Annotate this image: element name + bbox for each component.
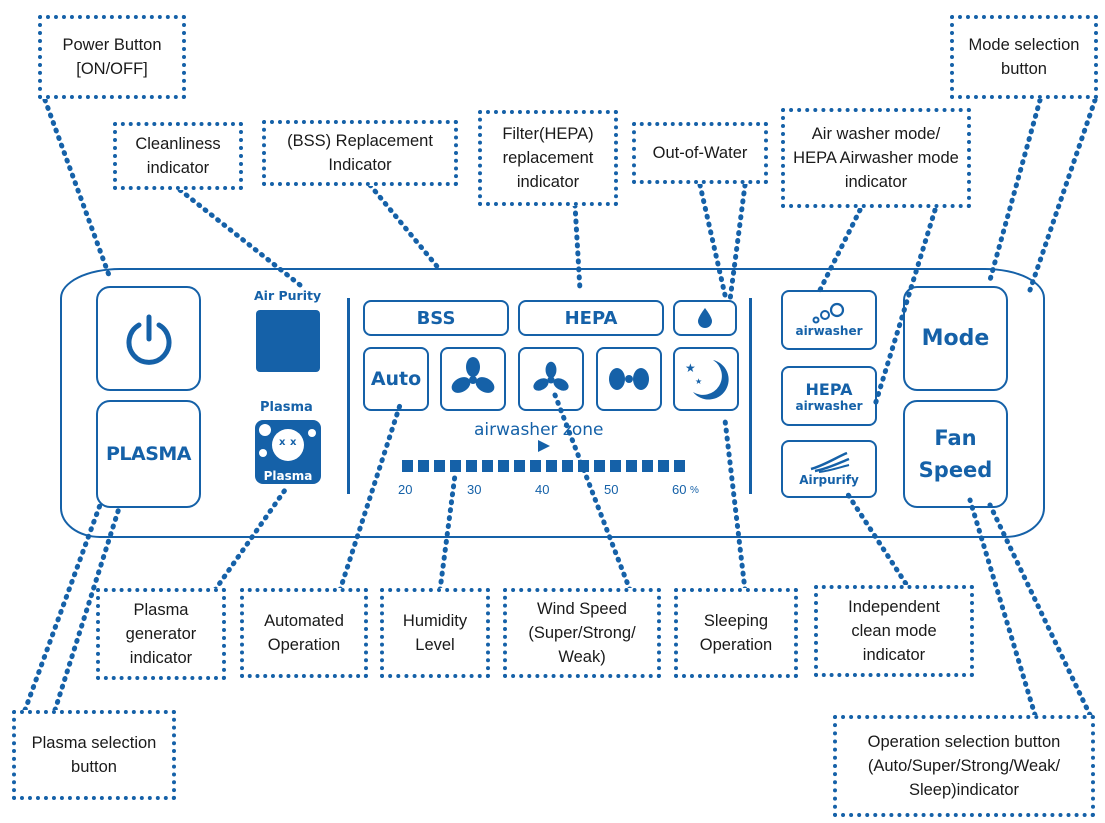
- humidity-tick-40: 40: [535, 482, 550, 497]
- power-icon: [126, 314, 171, 365]
- callout-airwasher-mode: Air washer mode/ HEPA Airwasher mode ind…: [781, 108, 971, 208]
- humidity-unit: %: [690, 485, 699, 496]
- callout-operation-selection: Operation selection button (Auto/Super/S…: [833, 715, 1095, 817]
- svg-text:★: ★: [685, 361, 696, 375]
- svg-text:x: x: [290, 437, 297, 448]
- air-purity-label: Air Purity: [254, 288, 322, 303]
- brand-label: airwasher zone: [474, 420, 604, 440]
- svg-text:x: x: [279, 437, 286, 448]
- bubbles-icon: [812, 302, 845, 324]
- fan-weak-icon: [609, 368, 649, 390]
- callout-hepa-filter: Filter(HEPA) replacement indicator: [478, 110, 618, 206]
- humidity-tick-50: 50: [604, 482, 619, 497]
- control-panel: [60, 268, 1045, 538]
- fan-super-indicator: [440, 347, 506, 411]
- plasma-icon-label: Plasma: [263, 469, 313, 483]
- water-drop-icon: [698, 308, 712, 328]
- humidity-tick-20: 20: [398, 482, 413, 497]
- airwasher-label: airwasher: [795, 324, 863, 338]
- callout-plasma-generator: Plasma generator indicator: [96, 588, 226, 680]
- hepa-label: HEPA: [564, 307, 618, 329]
- mode-button-label: Mode: [921, 326, 990, 351]
- plasma-face-icon: x x: [259, 424, 316, 461]
- plasma-button-label: PLASMA: [105, 443, 192, 465]
- bss-label: BSS: [416, 307, 456, 329]
- play-arrow-icon: [538, 440, 550, 452]
- plasma-button[interactable]: PLASMA: [96, 400, 201, 508]
- fan-strong-icon: [533, 361, 569, 391]
- auto-indicator: Auto: [363, 347, 429, 411]
- callout-wind-speed: Wind Speed (Super/Strong/ Weak): [503, 588, 661, 678]
- fan-speed-label-top: Fan: [934, 426, 977, 450]
- auto-label: Auto: [370, 368, 422, 390]
- callout-cleanliness: Cleanliness indicator: [113, 122, 243, 190]
- out-of-water-indicator: [673, 300, 737, 336]
- callout-sleeping-operation: Sleeping Operation: [674, 588, 798, 678]
- callout-plasma-selection: Plasma selection button: [12, 710, 176, 800]
- hepa-airwasher-bottom: airwasher: [795, 398, 863, 413]
- callout-independent-clean: Independent clean mode indicator: [814, 585, 974, 677]
- airwasher-mode-indicator: airwasher: [781, 290, 877, 350]
- mode-button[interactable]: Mode: [903, 286, 1008, 391]
- callout-humidity-level: Humidity Level: [380, 588, 490, 678]
- callout-automated-operation: Automated Operation: [240, 588, 368, 678]
- plasma-generator-indicator: x x Plasma: [255, 420, 321, 484]
- airpurify-label: Airpurify: [799, 473, 859, 487]
- fan-weak-indicator: [596, 347, 662, 411]
- hepa-airwasher-top: HEPA: [805, 379, 853, 399]
- callout-power-button: Power Button [ON/OFF]: [38, 15, 186, 99]
- callout-bss: (BSS) Replacement Indicator: [262, 120, 458, 186]
- callout-mode-button: Mode selection button: [950, 15, 1098, 99]
- bss-indicator: BSS: [363, 300, 509, 336]
- fan-speed-label-bottom: Speed: [918, 458, 993, 482]
- callout-out-of-water: Out-of-Water: [632, 122, 768, 184]
- air-purity-indicator: [256, 310, 320, 372]
- fan-speed-button[interactable]: Fan Speed: [903, 400, 1008, 508]
- airpurify-indicator: Airpurify: [781, 440, 877, 498]
- humidity-tick-30: 30: [467, 482, 482, 497]
- display-left-bar: [347, 298, 350, 494]
- svg-text:★: ★: [695, 377, 702, 386]
- fan-icon: [451, 357, 495, 393]
- sleep-indicator: ★ ★: [673, 347, 739, 411]
- moon-stars-icon: ★ ★: [685, 360, 729, 400]
- humidity-tick-60: 60: [672, 482, 687, 497]
- fan-strong-indicator: [518, 347, 584, 411]
- plasma-indicator-label: Plasma: [260, 400, 313, 415]
- hepa-indicator: HEPA: [518, 300, 664, 336]
- hepa-airwasher-indicator: HEPA airwasher: [781, 366, 877, 426]
- power-button[interactable]: [96, 286, 201, 391]
- wind-icon: [810, 451, 850, 473]
- display-right-bar: [749, 298, 752, 494]
